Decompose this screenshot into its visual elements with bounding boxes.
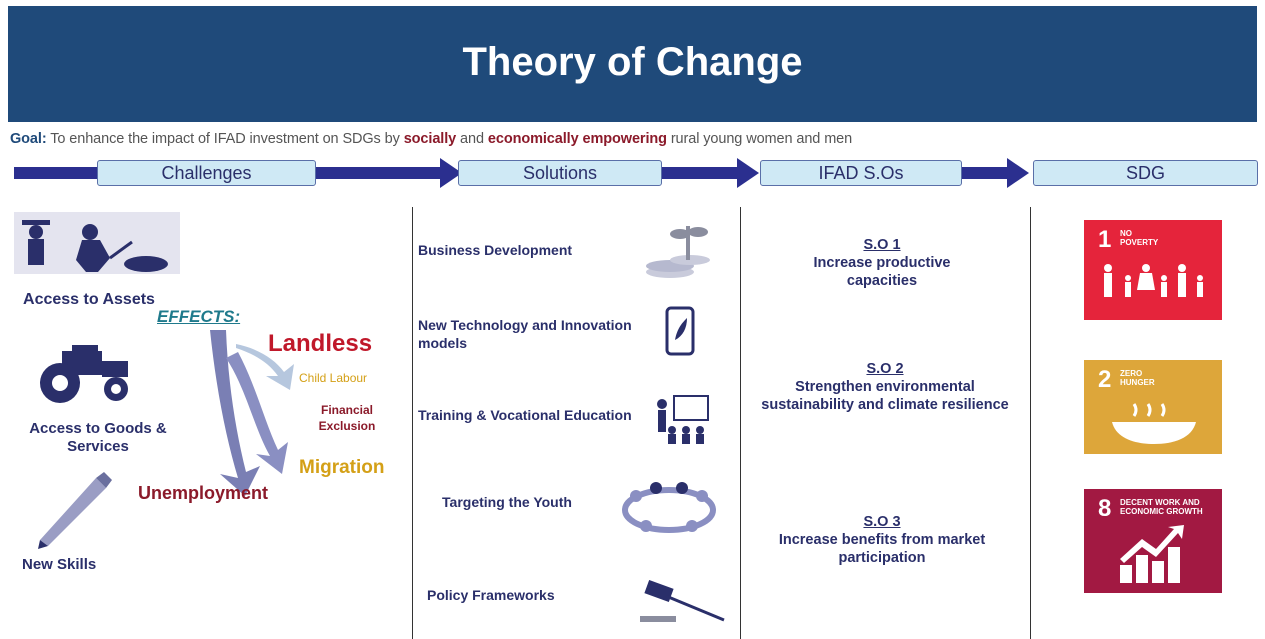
effect-migration: Migration (299, 457, 385, 478)
gavel-icon (640, 580, 725, 622)
workers-icon (14, 212, 180, 274)
title-bar (8, 6, 1257, 122)
so-1-id: S.O 1 (863, 237, 901, 253)
sdg-2-tile: 2 ZERO HUNGER (1084, 360, 1222, 454)
column-divider (412, 207, 413, 639)
flow-arrow-bar (315, 167, 443, 179)
smartphone-icon (665, 306, 695, 356)
flow-arrow-head (737, 158, 759, 188)
effect-landless: Landless (268, 330, 373, 357)
challenge-new-skills: New Skills (22, 556, 97, 573)
goal-label: Goal: (10, 131, 47, 147)
pencil-icon (38, 472, 112, 549)
bowl-icon (1112, 403, 1196, 444)
goal-statement: Goal: To enhance the impact of IFAD inve… (10, 131, 1260, 147)
flow-arrow-head (1007, 158, 1029, 188)
solution-training: Training & Vocational Education (418, 407, 632, 423)
goal-text-3: rural young women and men (670, 131, 853, 147)
family-icon (1104, 264, 1203, 297)
so-1: S.O 1 Increase productive capacities (752, 236, 1012, 290)
flow-arrow-bar (960, 167, 1010, 179)
effects-arrows (210, 330, 294, 496)
so-1-text: Increase productive capacities (813, 255, 951, 289)
growth-chart-icon (1120, 525, 1184, 583)
page-title: Theory of Change (462, 40, 803, 84)
column-header-challenges: Challenges (97, 160, 316, 186)
effects-heading: EFFECTS: (157, 307, 241, 326)
so-3-id: S.O 3 (863, 514, 901, 530)
solution-business-development: Business Development (418, 242, 573, 258)
sdg-1-tile: 1 NO POVERTY (1084, 220, 1222, 320)
plant-coins-icon (646, 226, 710, 278)
so-3-text: Increase benefits from market participat… (778, 532, 986, 566)
goal-text-2: and (460, 131, 484, 147)
so-2-id: S.O 2 (866, 361, 904, 377)
sdg-8-tile: 8 DECENT WORK AND ECONOMIC GROWTH (1084, 489, 1222, 593)
goal-bold-2: economically empowering (487, 131, 667, 147)
effect-child-labour: Child Labour (299, 371, 368, 385)
goal-text-1: To enhance the impact of IFAD investment… (50, 131, 400, 147)
effect-financial-exclusion: Financial Exclusion (318, 403, 376, 433)
so-2-text: Strengthen environmental sustainability … (761, 379, 1009, 413)
so-3: S.O 3 Increase benefits from market part… (752, 513, 1012, 567)
challenge-access-goods: Access to Goods & Services (29, 420, 167, 455)
solution-targeting-youth: Targeting the Youth (442, 494, 572, 510)
effect-unemployment: Unemployment (138, 483, 269, 503)
so-2: S.O 2 Strengthen environmental sustainab… (752, 360, 1018, 414)
sdg-8-label: DECENT WORK AND ECONOMIC GROWTH (1120, 498, 1203, 516)
sdg-2-number: 2 (1098, 366, 1112, 393)
solution-policy-frameworks: Policy Frameworks (427, 587, 555, 603)
column-header-solutions: Solutions (458, 160, 662, 186)
sdg-8-number: 8 (1098, 495, 1112, 522)
solution-new-technology: New Technology and Innovation models (418, 317, 632, 351)
column-header-sdg: SDG (1033, 160, 1258, 186)
sdg-1-number: 1 (1098, 226, 1112, 253)
flow-arrow-bar (660, 167, 740, 179)
column-header-ifad-sos: IFAD S.Os (760, 160, 962, 186)
challenge-access-assets: Access to Assets (23, 291, 155, 308)
people-circle-icon (622, 482, 716, 533)
column-divider (740, 207, 741, 639)
flow-arrow-head (440, 158, 462, 188)
sdg-1-label: NO POVERTY (1120, 229, 1159, 247)
flow-arrow-bar (14, 167, 99, 179)
goal-bold-1: socially (403, 131, 457, 147)
classroom-icon (657, 395, 709, 444)
column-divider (1030, 207, 1031, 639)
sdg-2-label: ZERO HUNGER (1120, 369, 1155, 387)
tractor-icon (40, 345, 128, 403)
